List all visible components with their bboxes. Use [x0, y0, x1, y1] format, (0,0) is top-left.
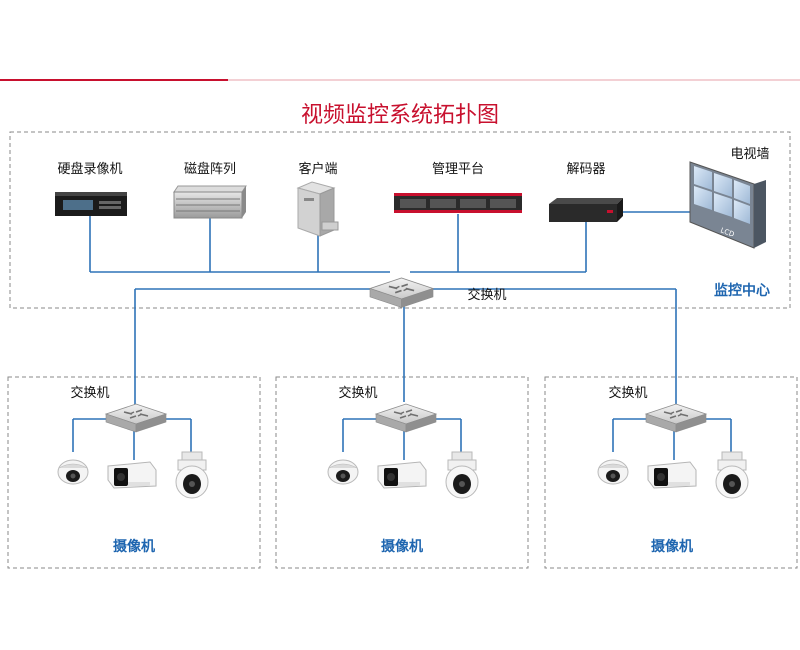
core-switch-icon	[369, 277, 434, 309]
site-1-bullet-camera-icon	[107, 461, 157, 489]
monitoring-center-label: 监控中心	[714, 282, 770, 299]
site-2-ptz-camera-icon	[445, 451, 479, 499]
site-2-switch-icon	[375, 403, 437, 433]
decoder-label: 解码器	[566, 162, 605, 177]
site-3-dome-camera-icon	[597, 459, 629, 485]
uplink-links	[134, 288, 677, 410]
site-3-switch-label: 交换机	[608, 385, 647, 401]
site-2-dome-camera-icon	[327, 459, 359, 485]
site-1-ptz-camera-icon	[175, 451, 209, 499]
tv-wall-icon: LCD	[689, 161, 766, 249]
site-3-bullet-camera-icon	[647, 461, 697, 489]
site-box-1	[7, 376, 261, 569]
site-2-camera-label: 摄像机	[381, 538, 423, 555]
site-box-3	[544, 376, 798, 569]
site-1-switch-icon	[105, 403, 167, 433]
site-1-dome-camera-icon	[57, 459, 89, 485]
decoder-icon	[549, 198, 623, 222]
platform-server-icon	[394, 193, 522, 213]
client-label: 客户端	[298, 161, 337, 177]
site-2-switch-label: 交换机	[338, 385, 377, 401]
site-3-camera-label: 摄像机	[651, 538, 693, 555]
disk-array-label: 磁盘阵列	[184, 161, 236, 177]
nvr-label: 硬盘录像机	[57, 161, 122, 177]
center-links	[89, 211, 692, 273]
site-1-switch-label: 交换机	[70, 385, 109, 401]
site-1-camera-label: 摄像机	[113, 538, 155, 555]
monitoring-center-box	[9, 131, 791, 309]
site-box-2	[275, 376, 529, 569]
tv-wall-label: 电视墙	[730, 147, 769, 162]
site-3-switch-icon	[645, 403, 707, 433]
disk-array-icon	[173, 185, 247, 219]
client-pc-icon	[296, 181, 339, 237]
core-switch-label: 交换机	[467, 287, 506, 303]
site-2-bullet-camera-icon	[377, 461, 427, 489]
platform-label: 管理平台	[432, 162, 484, 177]
site-3-ptz-camera-icon	[715, 451, 749, 499]
nvr-icon	[55, 192, 127, 216]
diagram-title: 视频监控系统拓扑图	[301, 103, 499, 128]
